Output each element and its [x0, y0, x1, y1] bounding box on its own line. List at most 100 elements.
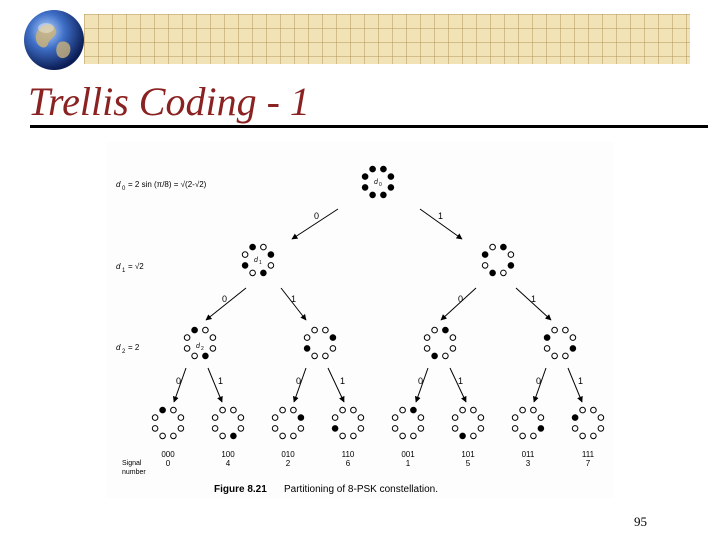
constellation-point — [241, 251, 249, 258]
branch-label-l1-left: 0 — [314, 211, 319, 221]
constellation-point — [537, 414, 545, 421]
constellation-point — [339, 406, 346, 414]
constellation-point — [597, 425, 605, 432]
eq-d1-rhs: = √2 — [128, 262, 144, 271]
psk-partition-diagram: d 0 = 2 sin (π/8) = √(2-√2) d 1 = √2 d 2… — [116, 165, 605, 495]
constellation-point — [519, 432, 526, 440]
branch-label-l3-d-left: 0 — [536, 376, 541, 386]
constellation-point — [562, 326, 569, 334]
constellation-l1-left — [241, 243, 275, 277]
constellation-point — [537, 425, 545, 432]
branch-label-l2-a-right: 1 — [291, 294, 296, 304]
figure-caption-label: Figure 8.21 — [214, 484, 267, 495]
constellation-point — [357, 425, 365, 432]
constellation-leaf-5 — [451, 406, 485, 440]
constellation-point — [571, 414, 579, 421]
constellation-point — [511, 425, 519, 432]
eq-d2-rhs: = 2 — [128, 343, 140, 352]
constellation-point — [442, 352, 449, 360]
leaf-code: 010 — [281, 450, 295, 459]
branch-arrow-l3-d-right — [567, 367, 583, 403]
signal-label-2: number — [122, 469, 146, 476]
eq-d2-var: d — [116, 343, 121, 352]
title-underline — [30, 125, 708, 128]
constellation-leaf-3 — [331, 406, 365, 440]
globe-icon — [24, 10, 84, 70]
constellation-leaf-6 — [511, 406, 545, 440]
constellation-point — [311, 326, 318, 334]
constellation-point — [569, 345, 577, 352]
constellation-point — [151, 414, 159, 421]
constellation-point — [569, 334, 577, 341]
branch-arrow-l3-a-left — [172, 367, 187, 403]
leaf-signal-number: 4 — [226, 459, 231, 468]
constellation-point — [350, 406, 357, 414]
constellation-point — [489, 269, 496, 277]
constellation-point — [431, 352, 438, 360]
constellation-point — [380, 165, 387, 173]
branch-label-l2-b-right: 1 — [531, 294, 536, 304]
constellation-point — [470, 432, 477, 440]
constellation-point — [442, 326, 449, 334]
constellation-point — [543, 334, 551, 341]
constellation-point — [417, 425, 425, 432]
branch-arrow-l3-d-left — [532, 367, 547, 403]
constellation-point — [230, 432, 237, 440]
constellation-point — [391, 414, 399, 421]
branch-arrow-l3-b-left — [292, 367, 307, 403]
figure-caption-text: Partitioning of 8-PSK constellation. — [284, 484, 438, 495]
branch-arrow-l2-a-left — [205, 287, 247, 321]
constellation-point — [241, 262, 249, 269]
constellation-point — [507, 251, 515, 258]
constellation-point — [431, 326, 438, 334]
node-d1-sub: 1 — [259, 260, 262, 266]
branch-label-l3-b-left: 0 — [296, 376, 301, 386]
constellation-point — [470, 406, 477, 414]
constellation-point — [260, 269, 267, 277]
constellation-point — [322, 352, 329, 360]
constellation-point — [551, 326, 558, 334]
leaf-code: 000 — [161, 450, 175, 459]
constellation-point — [387, 184, 395, 191]
constellation-point — [297, 414, 305, 421]
branch-label-l3-a-right: 1 — [218, 376, 223, 386]
constellation-point — [562, 352, 569, 360]
constellation-point — [579, 432, 586, 440]
constellation-point — [500, 243, 507, 251]
constellation-point — [191, 352, 198, 360]
branch-label-l2-a-left: 0 — [222, 294, 227, 304]
leaf-code: 100 — [221, 450, 235, 459]
constellation-point — [249, 269, 256, 277]
constellation-point — [202, 326, 209, 334]
leaf-code: 110 — [342, 450, 355, 459]
node-d0-sub: 0 — [379, 182, 382, 188]
branch-arrow-l3-c-left — [414, 367, 429, 403]
constellation-point — [350, 432, 357, 440]
constellation-point — [380, 191, 387, 199]
constellation-point — [423, 345, 431, 352]
constellation-point — [329, 345, 337, 352]
constellation-point — [369, 191, 376, 199]
constellation-point — [481, 262, 489, 269]
constellation-point — [477, 414, 485, 421]
constellation-point — [369, 165, 376, 173]
constellation-point — [322, 326, 329, 334]
constellation-leaf-0 — [151, 406, 185, 440]
constellation-point — [451, 425, 459, 432]
constellation-point — [260, 243, 267, 251]
constellation-point — [159, 432, 166, 440]
constellation-point — [230, 406, 237, 414]
constellation-point — [477, 425, 485, 432]
constellation-leaf-1 — [211, 406, 245, 440]
constellation-point — [449, 345, 457, 352]
branch-arrow-l2-a-right — [280, 287, 307, 321]
leaf-code: 001 — [401, 450, 415, 459]
leaf-signal-number: 3 — [526, 459, 531, 468]
eq-d1-sub: 1 — [122, 268, 126, 274]
branch-label-l3-c-left: 0 — [418, 376, 423, 386]
branch-label-l3-b-right: 1 — [340, 376, 345, 386]
constellation-point — [459, 432, 466, 440]
constellation-point — [410, 432, 417, 440]
constellation-point — [551, 352, 558, 360]
branch-label-l3-a-left: 0 — [176, 376, 181, 386]
